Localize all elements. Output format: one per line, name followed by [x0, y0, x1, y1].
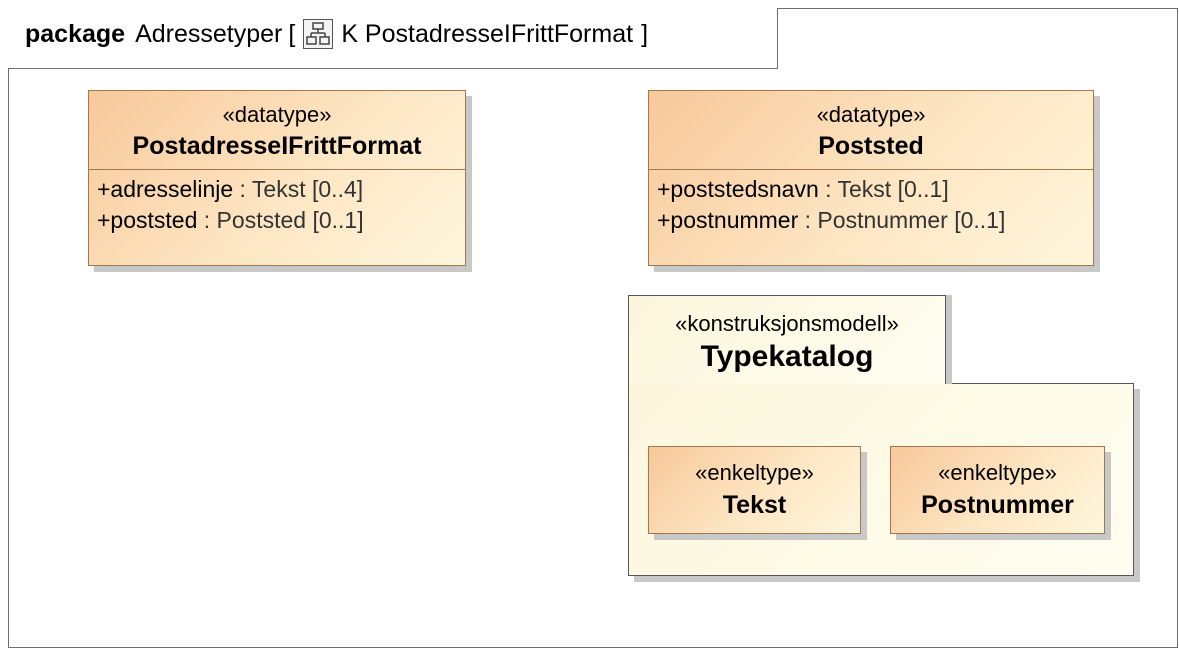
enkeltype-postnummer[interactable]: «enkeltype» Postnummer: [890, 446, 1105, 534]
element-name: Tekst: [722, 491, 787, 519]
class-stereotype: «datatype»: [222, 102, 332, 127]
package-name: Typekatalog: [700, 340, 874, 373]
frame-keyword: package: [25, 19, 126, 48]
element-stereotype: «enkeltype»: [695, 460, 814, 485]
attribute-type: : Tekst [0..4]: [233, 176, 364, 202]
package-stereotype: «konstruksjonsmodell»: [675, 311, 899, 336]
attribute-row[interactable]: +postnummer : Postnummer [0..1]: [657, 205, 1093, 236]
attribute-row[interactable]: +poststed : Poststed [0..1]: [97, 205, 465, 236]
frame-package-name: Adressetyper: [135, 19, 283, 48]
class-stereotype: «datatype»: [816, 102, 926, 127]
attribute-list: +adresselinje : Tekst [0..4] +poststed :…: [89, 170, 465, 236]
frame-bracket-open: [: [288, 19, 296, 48]
package-typekatalog-tab[interactable]: «konstruksjonsmodell» Typekatalog: [628, 295, 946, 384]
frame-title-tab: [8, 8, 778, 69]
enkeltype-tekst[interactable]: «enkeltype» Tekst: [648, 446, 861, 534]
attribute-row[interactable]: +poststedsnavn : Tekst [0..1]: [657, 174, 1093, 205]
attribute-type: : Postnummer [0..1]: [798, 207, 1006, 233]
attribute-row[interactable]: +adresselinje : Tekst [0..4]: [97, 174, 465, 205]
attribute-name: +postnummer: [657, 207, 799, 233]
attribute-name: +poststed: [97, 207, 198, 233]
compartment-divider: [649, 169, 1093, 170]
diagram-icon: [303, 19, 334, 49]
class-name: PostadresseIFrittFormat: [132, 132, 422, 160]
class-poststed[interactable]: «datatype» Poststed +poststedsnavn : Tek…: [648, 90, 1094, 266]
attribute-list: +poststedsnavn : Tekst [0..1] +postnumme…: [649, 170, 1093, 236]
attribute-type: : Tekst [0..1]: [818, 176, 949, 202]
attribute-type: : Poststed [0..1]: [197, 207, 364, 233]
frame-diagram-ref: K PostadresseIFrittFormat: [341, 19, 634, 48]
class-name: Poststed: [818, 132, 924, 160]
class-postadresse-i-fritt-format[interactable]: «datatype» PostadresseIFrittFormat +adre…: [88, 90, 466, 266]
frame-bracket-close: ]: [641, 19, 649, 48]
compartment-divider: [89, 169, 465, 170]
attribute-name: +poststedsnavn: [657, 176, 819, 202]
element-name: Postnummer: [921, 491, 1074, 519]
frame-title: package Adressetyper [ K PostadresseIFri…: [25, 19, 648, 49]
element-stereotype: «enkeltype»: [938, 460, 1057, 485]
attribute-name: +adresselinje: [97, 176, 234, 202]
